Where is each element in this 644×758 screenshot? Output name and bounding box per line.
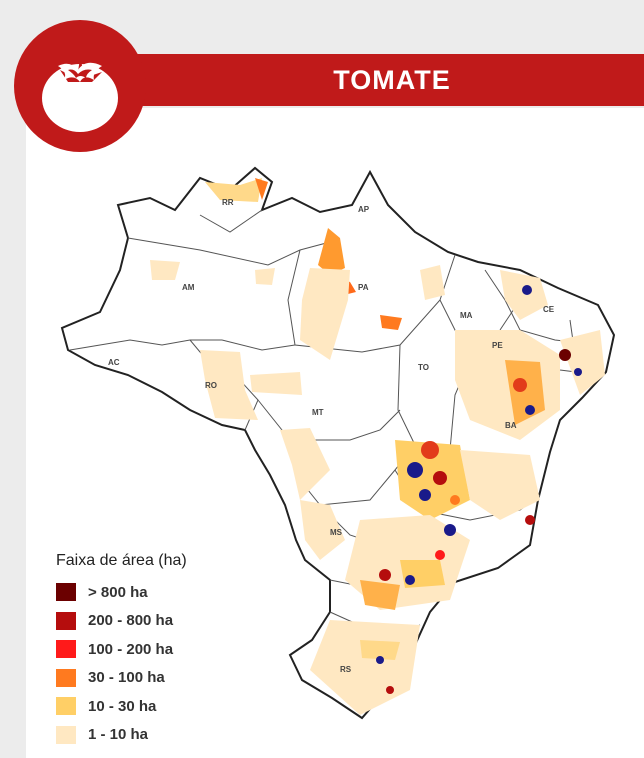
state-label-ro: RO	[205, 381, 217, 390]
legend-swatch	[56, 640, 76, 659]
tomato-icon	[42, 58, 118, 132]
brazil-map: RR AP AM PA MA CE PE AC RO TO MT BA MS R…	[60, 166, 616, 720]
legend-item: 10 - 30 ha	[56, 692, 256, 721]
state-label-ce: CE	[543, 305, 555, 314]
legend-item: 30 - 100 ha	[56, 664, 256, 693]
legend-swatch	[56, 697, 76, 716]
legend-swatch	[56, 725, 76, 744]
state-label-ms: MS	[330, 528, 343, 537]
state-label-am: AM	[182, 283, 195, 292]
legend-label: 10 - 30 ha	[88, 697, 157, 715]
legend-label: 1 - 10 ha	[88, 726, 149, 744]
legend-label: > 800 ha	[88, 583, 148, 601]
legend-label: 200 - 800 ha	[88, 612, 174, 630]
state-label-mt: MT	[312, 408, 324, 417]
title-banner: TOMATE	[100, 54, 644, 106]
legend-item: 200 - 800 ha	[56, 607, 256, 636]
high-intensity-clusters	[376, 285, 582, 694]
state-label-ac: AC	[108, 358, 120, 367]
state-label-ap: AP	[358, 205, 370, 214]
state-label-pa: PA	[358, 283, 369, 292]
legend-swatch	[56, 611, 76, 630]
legend-title: Faixa de área (ha)	[56, 552, 187, 569]
legend-item: > 800 ha	[56, 578, 256, 607]
state-label-ba: BA	[505, 421, 517, 430]
legend-item: 100 - 200 ha	[56, 635, 256, 664]
state-label-pe: PE	[492, 341, 503, 350]
tomato-badge	[14, 20, 146, 152]
state-label-rr: RR	[222, 198, 234, 207]
legend-item: 1 - 10 ha	[56, 721, 256, 750]
state-label-ma: MA	[460, 311, 473, 320]
state-label-to: TO	[418, 363, 429, 372]
legend-swatch	[56, 583, 76, 602]
page-title: TOMATE	[333, 64, 451, 95]
state-label-rs: RS	[340, 665, 352, 674]
legend-items: > 800 ha 200 - 800 ha 100 - 200 ha 30 - 100…	[56, 578, 256, 749]
legend: Faixa de área (ha) > 800 ha 200 - 800 ha 1…	[56, 552, 256, 749]
legend-label: 30 - 100 ha	[88, 669, 165, 687]
legend-swatch	[56, 668, 76, 687]
legend-label: 100 - 200 ha	[88, 640, 174, 658]
